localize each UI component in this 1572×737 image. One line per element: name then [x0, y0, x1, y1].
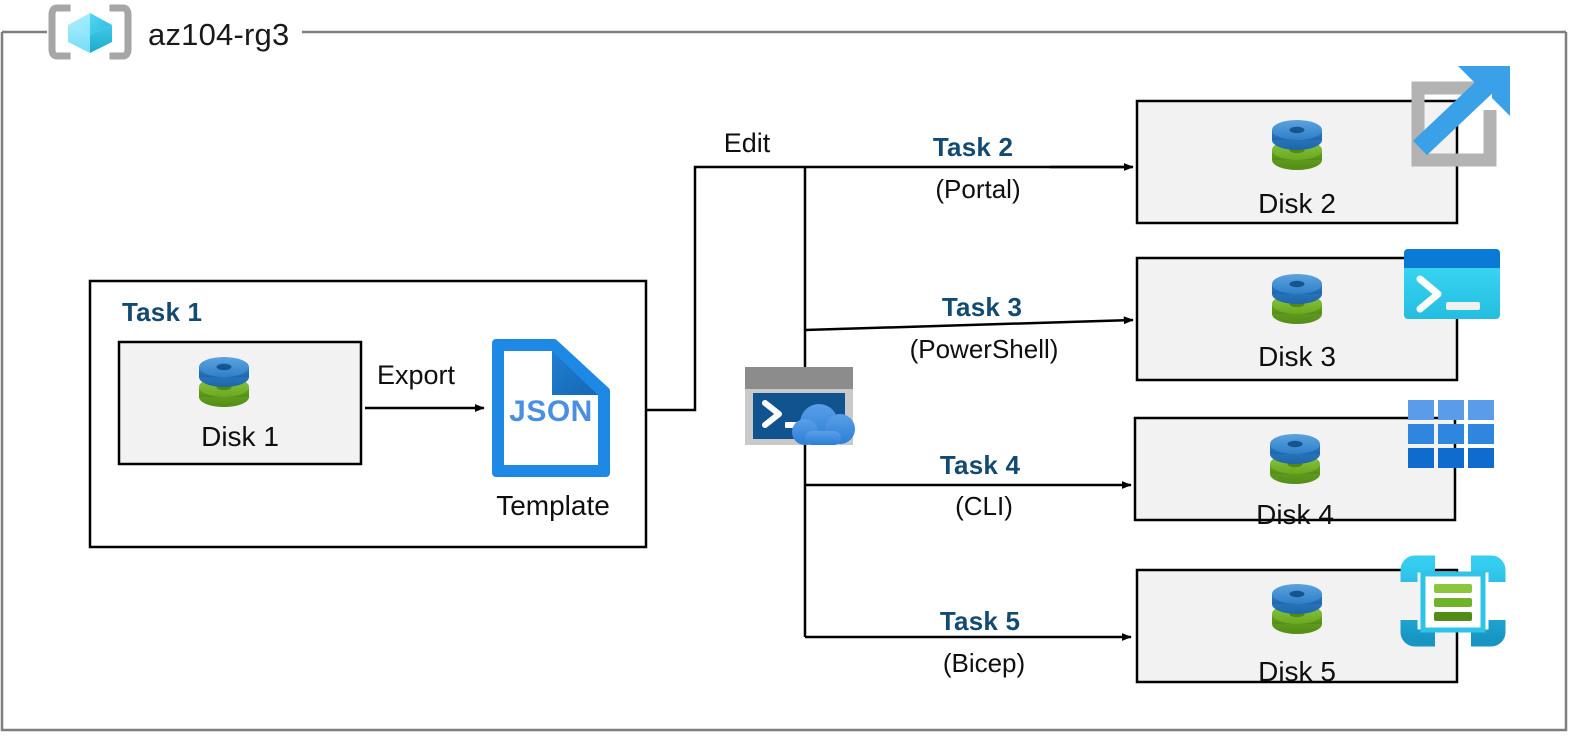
disk-icon: [1272, 120, 1322, 170]
disk2-label: Disk 2: [1258, 188, 1336, 219]
edit-connector-path: [646, 165, 1132, 412]
json-file-icon: JSON: [492, 339, 610, 477]
resource-group-title: az104-rg3: [148, 17, 290, 52]
rg-frame-body: [0, 32, 1568, 732]
disk4-label: Disk 4: [1256, 499, 1334, 530]
disk-icon: [1272, 584, 1322, 634]
json-file-type-text: JSON: [509, 395, 593, 428]
powershell-icon: [1404, 249, 1500, 319]
edit-edge-label: Edit: [723, 128, 771, 158]
task5-subtitle: (Bicep): [942, 648, 1026, 678]
task2-subtitle: (Portal): [935, 174, 1021, 204]
disk-icon: [1270, 434, 1320, 484]
resource-group-cube-icon: [48, 4, 132, 60]
disk-icon: [1272, 274, 1322, 324]
disk5-label: Disk 5: [1258, 656, 1336, 687]
disk-icon: [199, 357, 249, 407]
task3-heading: Task 3: [941, 292, 1023, 322]
task4-subtitle: (CLI): [955, 491, 1013, 521]
disk1-label: Disk 1: [201, 421, 279, 452]
template-label: Template: [496, 490, 610, 521]
task4-heading: Task 4: [939, 450, 1021, 480]
task1-heading: Task 1: [122, 297, 203, 327]
export-edge-label: Export: [376, 360, 456, 390]
task2-heading: Task 2: [932, 132, 1014, 162]
task5-heading: Task 5: [939, 606, 1021, 636]
bicep-template-icon: [1400, 555, 1506, 647]
cloud-shell-icon: [745, 367, 855, 445]
azure-portal-icon: [1411, 66, 1510, 167]
task3-subtitle: (PowerShell): [909, 334, 1059, 364]
azure-cli-grid-icon: [1408, 400, 1494, 468]
task3-arrow: [804, 316, 1134, 332]
disk3-label: Disk 3: [1258, 341, 1336, 372]
